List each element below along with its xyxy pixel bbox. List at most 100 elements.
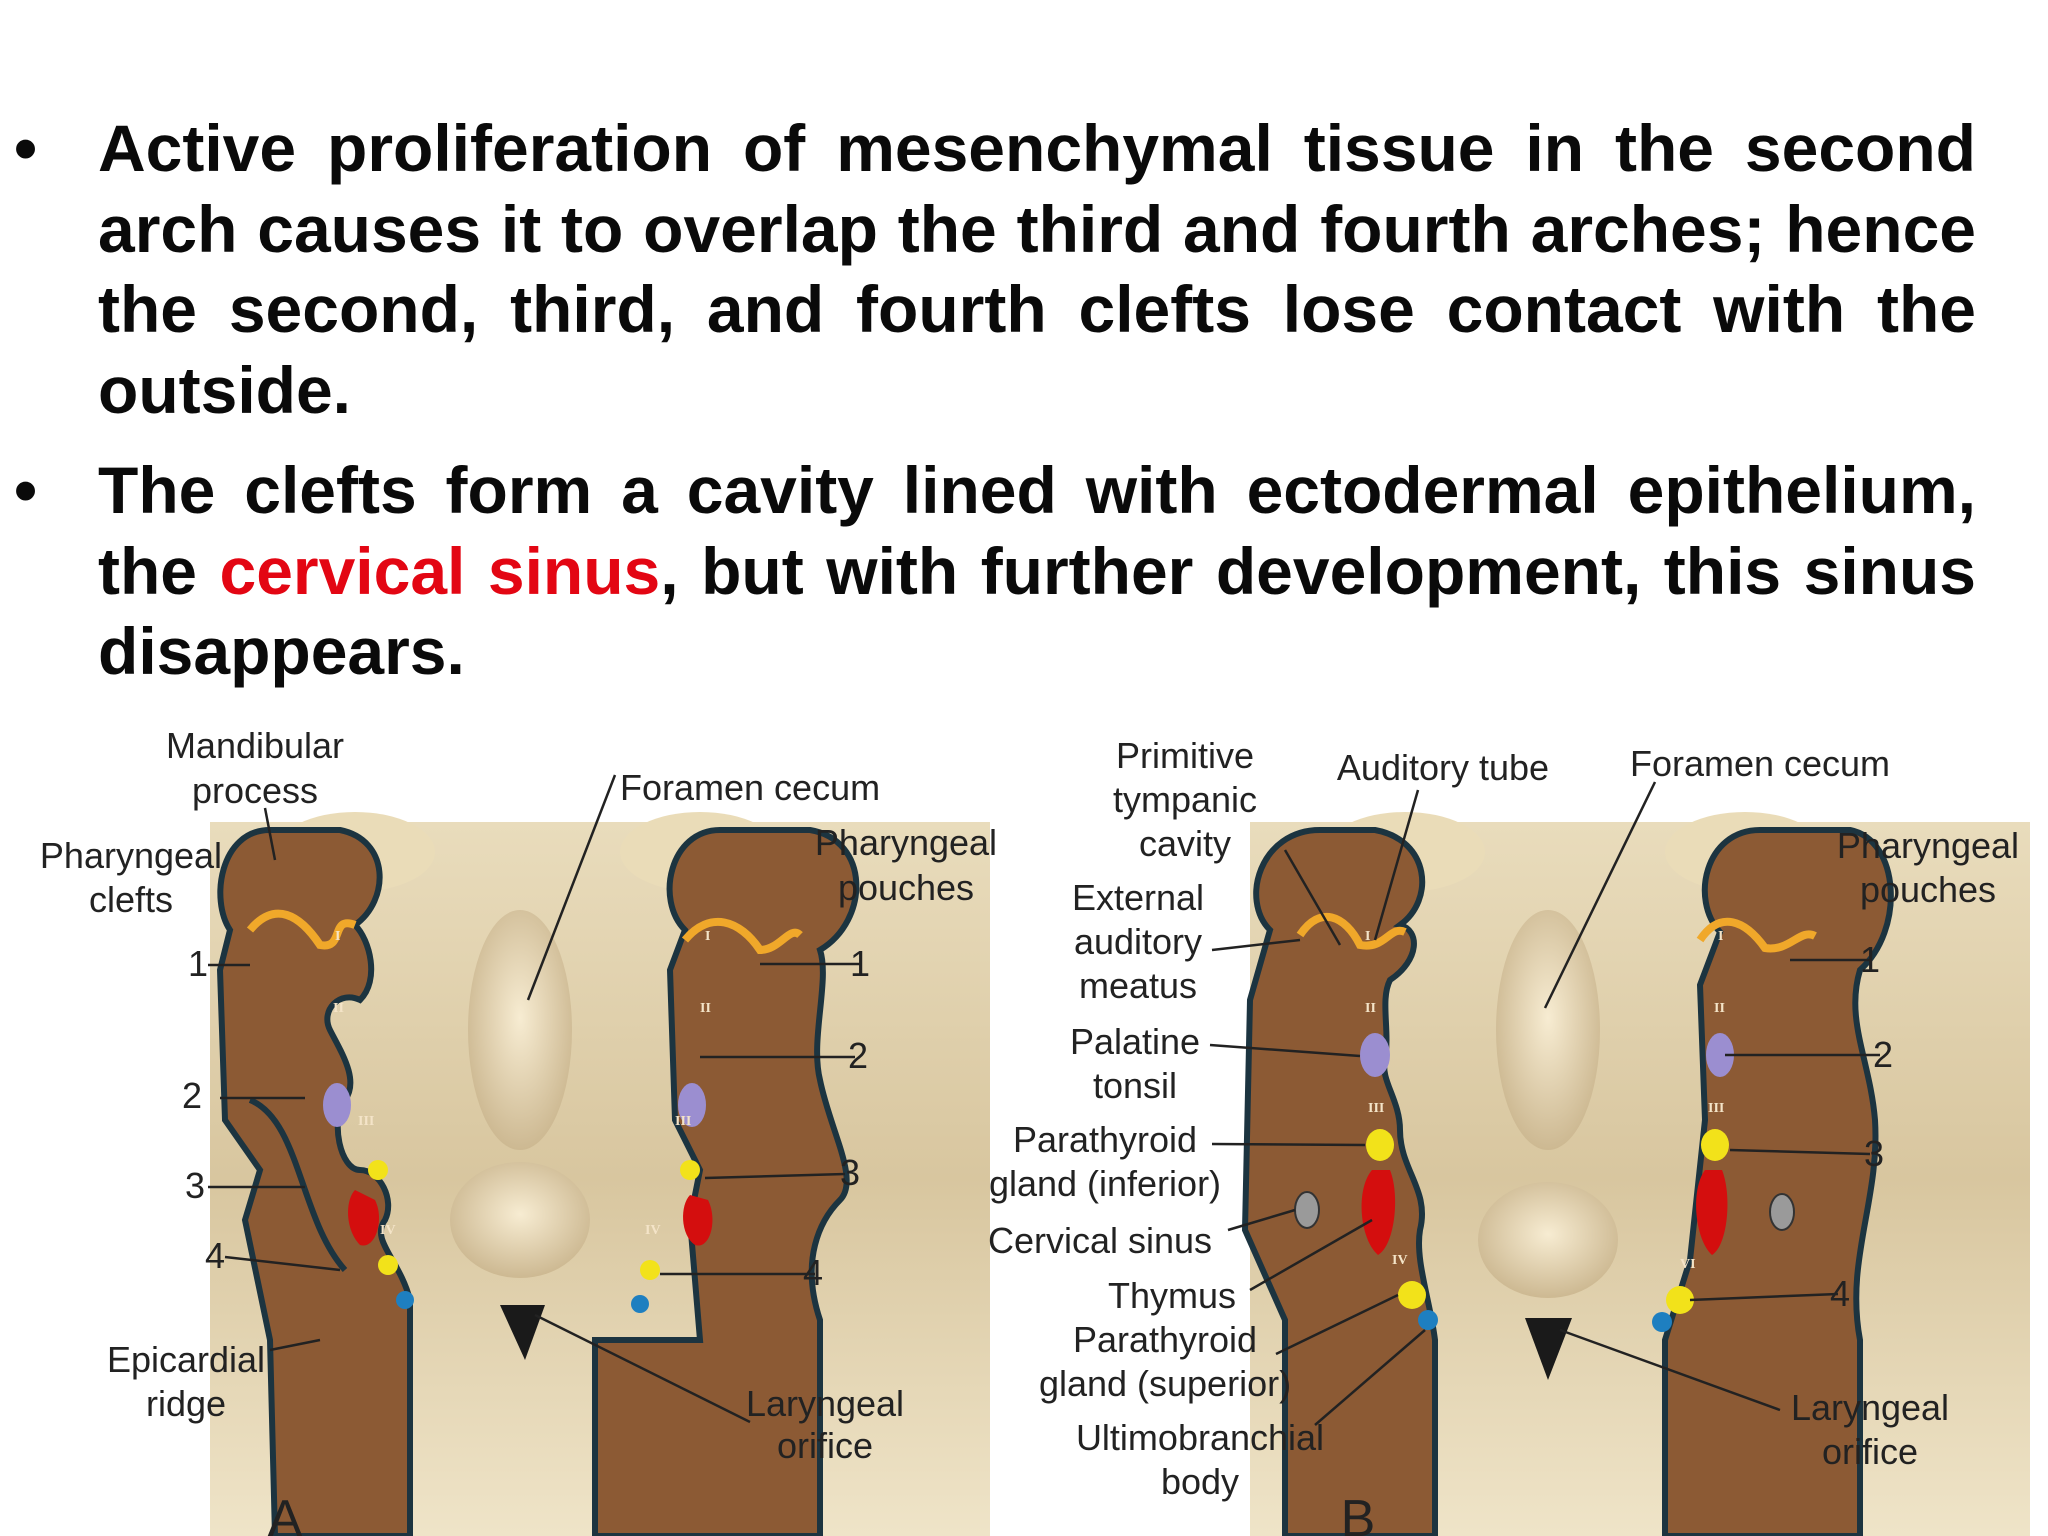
parathyroid-sup-a-right bbox=[640, 1260, 660, 1280]
epiglottis-bulge-b bbox=[1478, 1182, 1618, 1298]
bullet-dot: • bbox=[14, 111, 38, 185]
bullet-2-text-before: The clefts form a cavity lined with ecto… bbox=[98, 453, 1976, 608]
label-foramen-a: Foramen cecum bbox=[620, 767, 880, 808]
cleft-number: 2 bbox=[182, 1075, 202, 1116]
thymus-a-left bbox=[348, 1190, 380, 1246]
label-ultimobranchial: body bbox=[1161, 1461, 1239, 1502]
right-arches-a bbox=[592, 827, 860, 1536]
right-arches-b bbox=[1662, 827, 1894, 1536]
label-laryngeal-a: orifice bbox=[777, 1425, 873, 1466]
arch-numeral: III bbox=[675, 1114, 691, 1129]
parathyroid-inf-b-left bbox=[1366, 1129, 1394, 1161]
tonsil-a-right bbox=[678, 1083, 706, 1127]
bullet-2-text-after: , but with further development, this sin… bbox=[98, 533, 1976, 689]
cleft-number: 1 bbox=[188, 943, 208, 984]
label-palatine: Palatine bbox=[1070, 1021, 1200, 1062]
label-parathyroid-sup: Parathyroid bbox=[1073, 1319, 1257, 1360]
arch-numeral: IV bbox=[380, 1223, 396, 1238]
parathyroid-inf-b-right bbox=[1701, 1129, 1729, 1161]
cervical-sinus-b-right bbox=[1769, 1193, 1795, 1231]
label-ultimobranchial: Ultimobranchial bbox=[1076, 1417, 1324, 1458]
arch-numeral: II bbox=[333, 1001, 344, 1016]
label-external: External bbox=[1072, 877, 1204, 918]
parathyroid-a-right bbox=[680, 1160, 700, 1180]
label-parathyroid-sup: gland (superior) bbox=[1039, 1363, 1291, 1404]
first-pouch-a-right bbox=[681, 918, 803, 955]
arch-numeral: I bbox=[705, 929, 710, 944]
panel-label-a: A bbox=[268, 1490, 303, 1536]
bullet-dot: • bbox=[14, 453, 38, 527]
parathyroid-sup-b-left bbox=[1398, 1281, 1426, 1309]
label-pouches-b: pouches bbox=[1860, 869, 1996, 910]
first-pouch-b-right bbox=[1696, 917, 1817, 953]
label-laryngeal-b: orifice bbox=[1822, 1431, 1918, 1472]
leader-lines-b bbox=[1209, 781, 1880, 1426]
arch-numeral: I bbox=[1365, 929, 1370, 944]
pouch-number: 2 bbox=[1873, 1034, 1893, 1075]
panel-a: I II III IV I II III IV Mandibular proce… bbox=[40, 725, 997, 1536]
label-parathyroid-inf: gland (inferior) bbox=[989, 1163, 1221, 1204]
label-clefts: Pharyngeal bbox=[40, 835, 222, 876]
leader-lines-a bbox=[208, 774, 860, 1424]
ultimobranchial-b-right bbox=[1652, 1312, 1672, 1332]
pouch-number: 2 bbox=[848, 1035, 868, 1076]
tonsil-b-right bbox=[1706, 1033, 1734, 1077]
pouch-number: 3 bbox=[840, 1152, 860, 1193]
label-palatine: tonsil bbox=[1093, 1065, 1177, 1106]
pouch-number: 4 bbox=[1830, 1273, 1850, 1314]
arch-numeral: II bbox=[1714, 1001, 1725, 1016]
arch-numeral: III bbox=[1708, 1101, 1724, 1116]
label-laryngeal-a: Laryngeal bbox=[746, 1383, 904, 1424]
panel-b: I II III IV I II III VI Primitive tym bbox=[988, 735, 2030, 1536]
label-mandibular: process bbox=[192, 770, 318, 811]
label-cervical-sinus: Cervical sinus bbox=[988, 1220, 1212, 1261]
parathyroid-sup-a-left bbox=[378, 1255, 398, 1275]
tonsil-a-left bbox=[323, 1083, 351, 1127]
label-parathyroid-inf: Parathyroid bbox=[1013, 1119, 1197, 1160]
bullet-list: • Active proliferation of mesenchymal ti… bbox=[0, 108, 2048, 692]
thymus-a-right bbox=[683, 1195, 713, 1246]
bullet-1-text: Active proliferation of mesenchymal tiss… bbox=[98, 111, 1976, 427]
label-pouches-b: Pharyngeal bbox=[1837, 825, 2019, 866]
label-primitive: cavity bbox=[1139, 823, 1231, 864]
label-auditory-tube: Auditory tube bbox=[1337, 747, 1549, 788]
cervical-sinus-highlight: cervical sinus bbox=[219, 533, 661, 608]
first-pouch-b-left bbox=[1296, 912, 1407, 950]
tongue-bulge-b bbox=[1496, 910, 1600, 1150]
pouch-number: 3 bbox=[1864, 1133, 1884, 1174]
parathyroid-a-left bbox=[368, 1160, 388, 1180]
label-thymus: Thymus bbox=[1108, 1275, 1236, 1316]
label-foramen-b: Foramen cecum bbox=[1630, 743, 1890, 784]
label-primitive: Primitive bbox=[1116, 735, 1254, 776]
tonsil-b-left bbox=[1360, 1033, 1390, 1077]
label-epicardial: Epicardial bbox=[107, 1339, 265, 1380]
label-pouches-a: pouches bbox=[838, 867, 974, 908]
arch-numeral: I bbox=[1718, 929, 1723, 944]
cervical-sinus-b bbox=[1294, 1191, 1320, 1229]
label-mandibular: Mandibular bbox=[166, 725, 344, 766]
pouch-number: 4 bbox=[803, 1252, 823, 1293]
first-pouch-a-left bbox=[246, 909, 357, 950]
tongue-bulge-a bbox=[468, 910, 572, 1150]
arch-numeral: III bbox=[358, 1114, 374, 1129]
bullet-2: • The clefts form a cavity lined with ec… bbox=[0, 450, 1976, 692]
left-arches-b bbox=[1241, 827, 1438, 1536]
label-clefts: clefts bbox=[89, 879, 173, 920]
laryngeal-orifice-shape bbox=[500, 1305, 545, 1360]
label-primitive: tympanic bbox=[1113, 779, 1257, 820]
arch-numeral: VI bbox=[1680, 1257, 1696, 1272]
arch-numeral: IV bbox=[645, 1223, 661, 1238]
arch-numeral: IV bbox=[1392, 1253, 1408, 1268]
label-pouches-a: Pharyngeal bbox=[815, 822, 997, 863]
cervical-sinus-wall-a bbox=[248, 1097, 348, 1273]
arch-numeral: II bbox=[700, 1001, 711, 1016]
thymus-b-right bbox=[1696, 1170, 1728, 1255]
arch-numeral: III bbox=[1368, 1101, 1384, 1116]
pouch-number: 1 bbox=[1860, 939, 1880, 980]
epiglottis-bulge-a bbox=[450, 1162, 590, 1278]
laryngeal-orifice-shape-b bbox=[1525, 1318, 1572, 1380]
bullet-1: • Active proliferation of mesenchymal ti… bbox=[0, 108, 1976, 430]
pharyngeal-arches-diagram: I II III IV I II III IV Mandibular proce… bbox=[40, 725, 2030, 1536]
thymus-b-left bbox=[1361, 1170, 1396, 1255]
ultimobranchial-a-right bbox=[631, 1295, 649, 1313]
